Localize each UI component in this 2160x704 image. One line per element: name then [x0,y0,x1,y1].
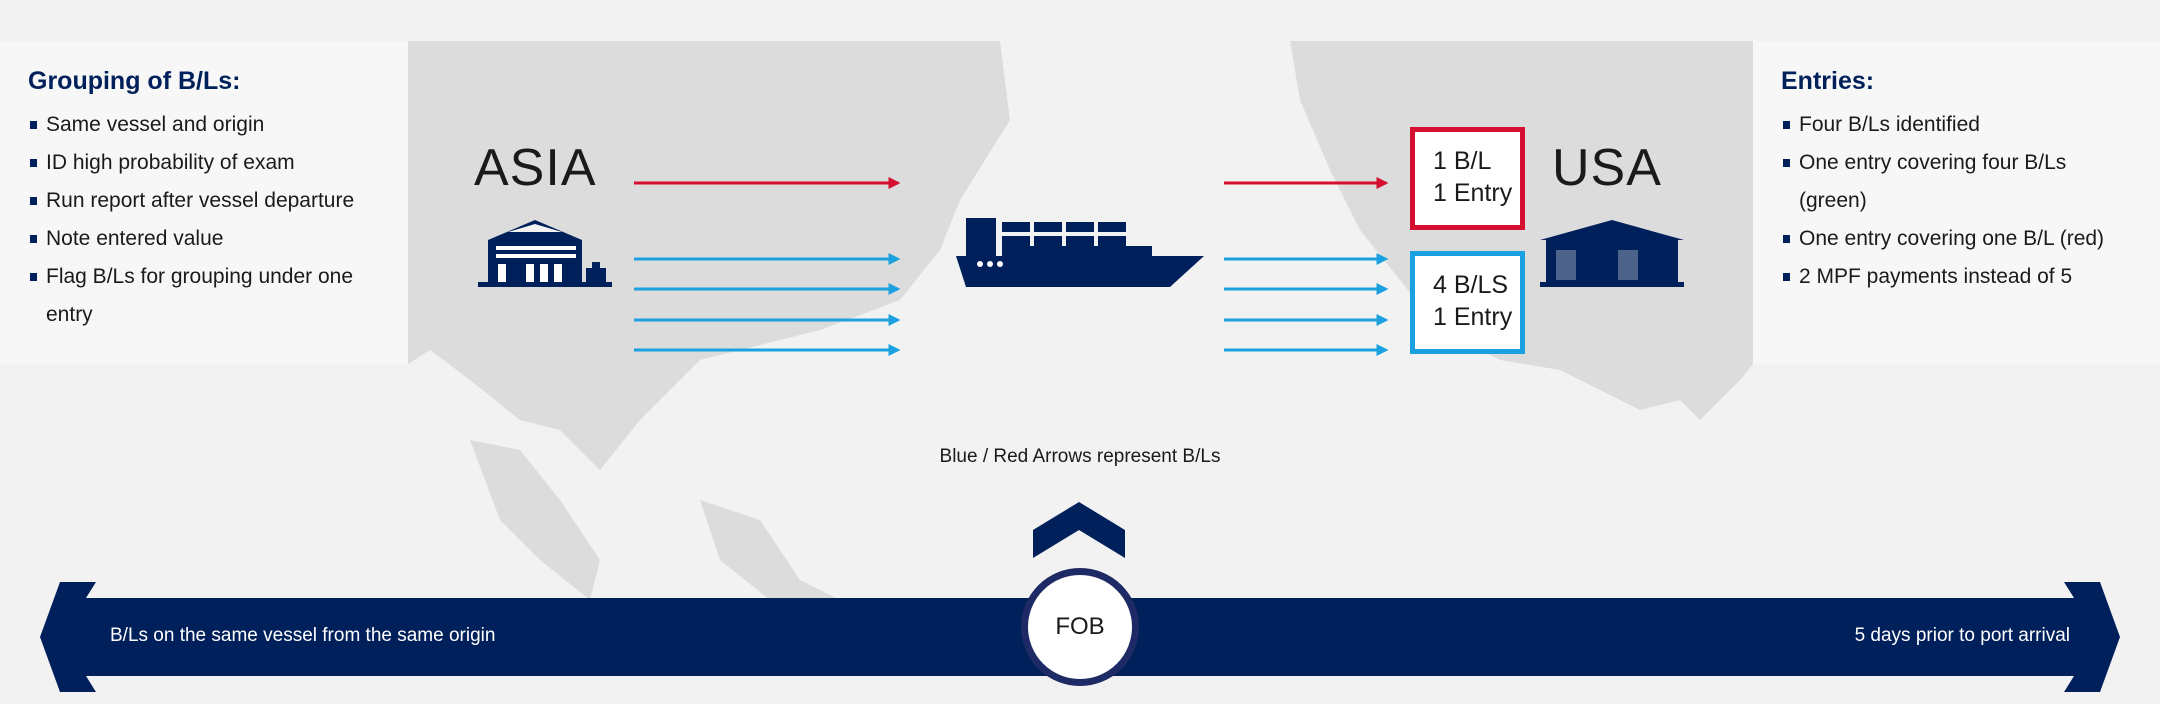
box-line: 4 B/LS [1433,271,1509,299]
list-item: Note entered value [28,220,408,258]
list-item: Run report after vessel departure [28,182,408,220]
blue-arrows [634,253,1389,356]
list-item: One entry covering four B/Ls (green) [1781,144,2121,220]
grouping-list: Same vessel and origin ID high probabili… [28,106,408,334]
grouping-title: Grouping of B/Ls: [28,67,241,95]
entries-panel: Entries: Four B/Ls identified One entry … [1753,41,2160,364]
indonesia-islands [470,440,880,640]
grouping-panel: Grouping of B/Ls: Same vessel and origin… [0,41,408,364]
asia-landmass [408,41,1010,470]
japan-island [800,90,870,190]
asia-warehouse-icon [478,220,612,287]
destination-label: USA [1552,139,1662,197]
box-line: 1 Entry [1433,179,1513,207]
usa-warehouse-icon [1540,220,1684,287]
list-item: ID high probability of exam [28,144,408,182]
list-item: One entry covering one B/L (red) [1781,220,2160,258]
north-america-landmass [1290,41,1753,420]
list-item: 2 MPF payments instead of 5 [1781,258,2160,296]
entries-title: Entries: [1781,67,1875,95]
entries-list: Four B/Ls identified One entry covering … [1781,106,2160,296]
ship-icon [956,218,1204,287]
single-entry-box: 1 B/L 1 Entry [1410,127,1525,230]
chevron-up-icon [1033,502,1125,558]
box-line: 1 B/L [1433,147,1492,175]
grouped-entry-box: 4 B/LS 1 Entry [1410,251,1525,354]
origin-label: ASIA [474,139,597,197]
fob-label: FOB [1055,613,1105,640]
list-item: Same vessel and origin [28,106,408,144]
box-line: 1 Entry [1433,303,1513,331]
list-item: Flag B/Ls for grouping under one entry [28,258,358,334]
timeline-left-text: B/Ls on the same vessel from the same or… [110,625,496,646]
fob-marker: FOB [1021,568,1139,686]
arrows-legend-caption: Blue / Red Arrows represent B/Ls [939,446,1221,467]
list-item: Four B/Ls identified [1781,106,2160,144]
timeline-right-text: 5 days prior to port arrival [1854,625,2070,646]
